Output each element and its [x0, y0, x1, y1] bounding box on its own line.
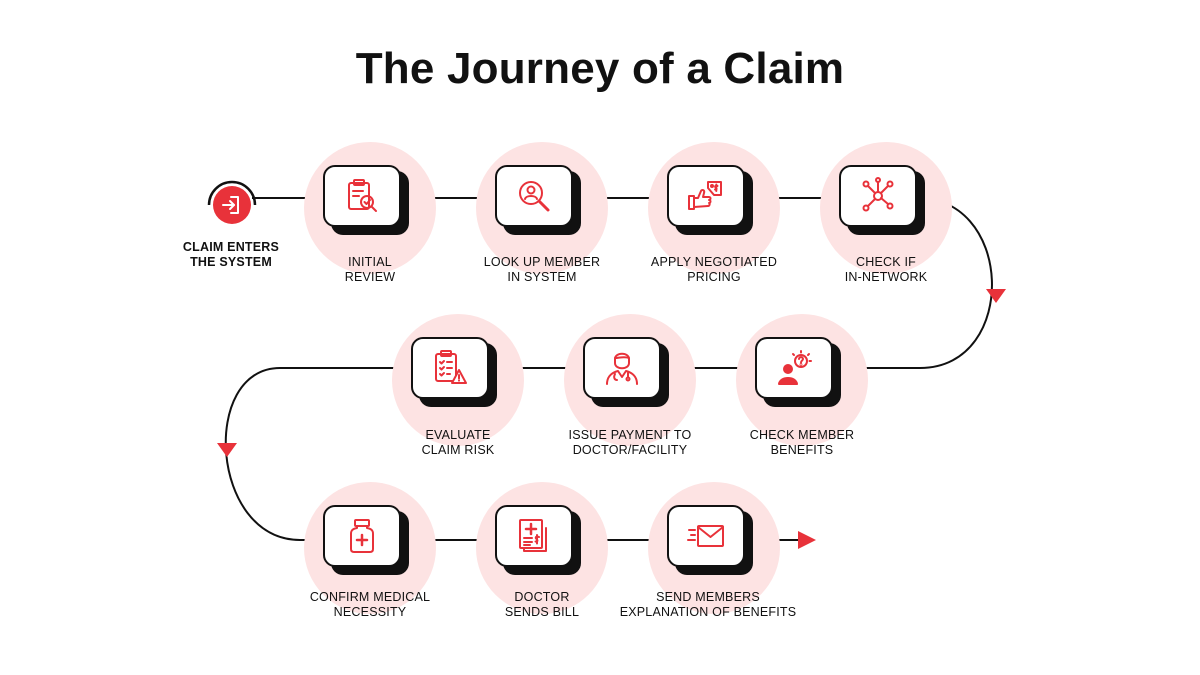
arrow-end: [798, 531, 816, 549]
enter-icon: [222, 196, 239, 214]
medicine-bottle-icon: [350, 519, 374, 553]
arrow-down-right: [986, 289, 1006, 303]
start-ring-icon: [207, 180, 257, 224]
checklist-warning-icon: [435, 350, 467, 384]
step-issue-payment: [564, 314, 696, 446]
arrow-down-left: [217, 443, 237, 457]
clipboard-search-icon: [348, 179, 377, 212]
step-look-up-member: [476, 142, 608, 274]
member-idea-icon: [778, 350, 812, 385]
step-evaluate-claim-risk: [392, 314, 524, 446]
step-check-in-network: [820, 142, 952, 274]
step-confirm-medical-necessity: [304, 482, 436, 614]
medical-bill-icon: [519, 519, 547, 552]
step-check-member-benefits: [736, 314, 868, 446]
step-doctor-sends-bill: [476, 482, 608, 614]
start-node: [202, 175, 257, 225]
step-send-members-eob: [648, 482, 780, 614]
doctor-icon: [606, 352, 638, 385]
user-search-icon: [519, 181, 550, 212]
email-icon: [687, 525, 724, 547]
step-apply-negotiated-pricing: [648, 142, 780, 274]
handshake-price-tag-icon: [688, 181, 722, 210]
network-icon: [862, 177, 894, 212]
step-initial-review: [304, 142, 436, 274]
page-title: The Journey of a Claim: [355, 44, 845, 93]
